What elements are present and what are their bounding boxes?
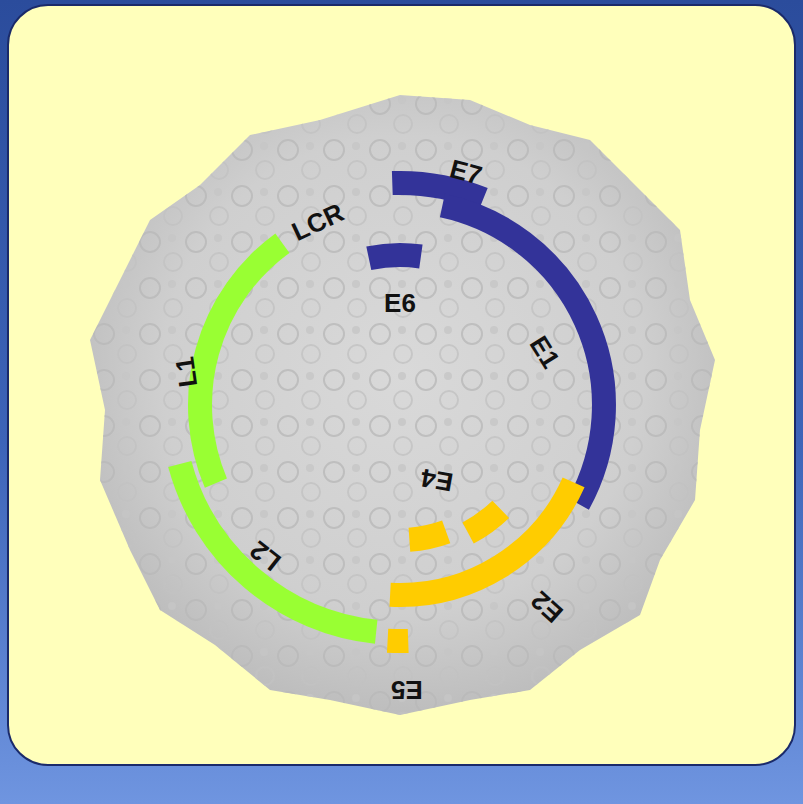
gene-label: E1 [526, 332, 565, 373]
gene-label: E5 [391, 677, 423, 703]
e2-arc [390, 482, 573, 595]
e4-arc [409, 532, 446, 540]
e6-arc [369, 255, 421, 258]
gene-label: E6 [384, 290, 416, 316]
gene-label: E4 [419, 464, 455, 495]
capsid-texture [90, 95, 715, 715]
l2-arc [180, 464, 376, 632]
gene-label: E7 [447, 155, 484, 188]
e5-arc [388, 629, 409, 653]
gene-label: L1 [171, 355, 201, 389]
e4-arc [468, 509, 501, 533]
capsid-image [90, 95, 715, 715]
e1-arc [442, 206, 604, 504]
panel [8, 5, 795, 765]
gene-label: L2 [245, 536, 285, 575]
gene-label: LCR [288, 199, 347, 245]
gene-label: E2 [526, 587, 567, 628]
l1-arc [200, 243, 282, 483]
